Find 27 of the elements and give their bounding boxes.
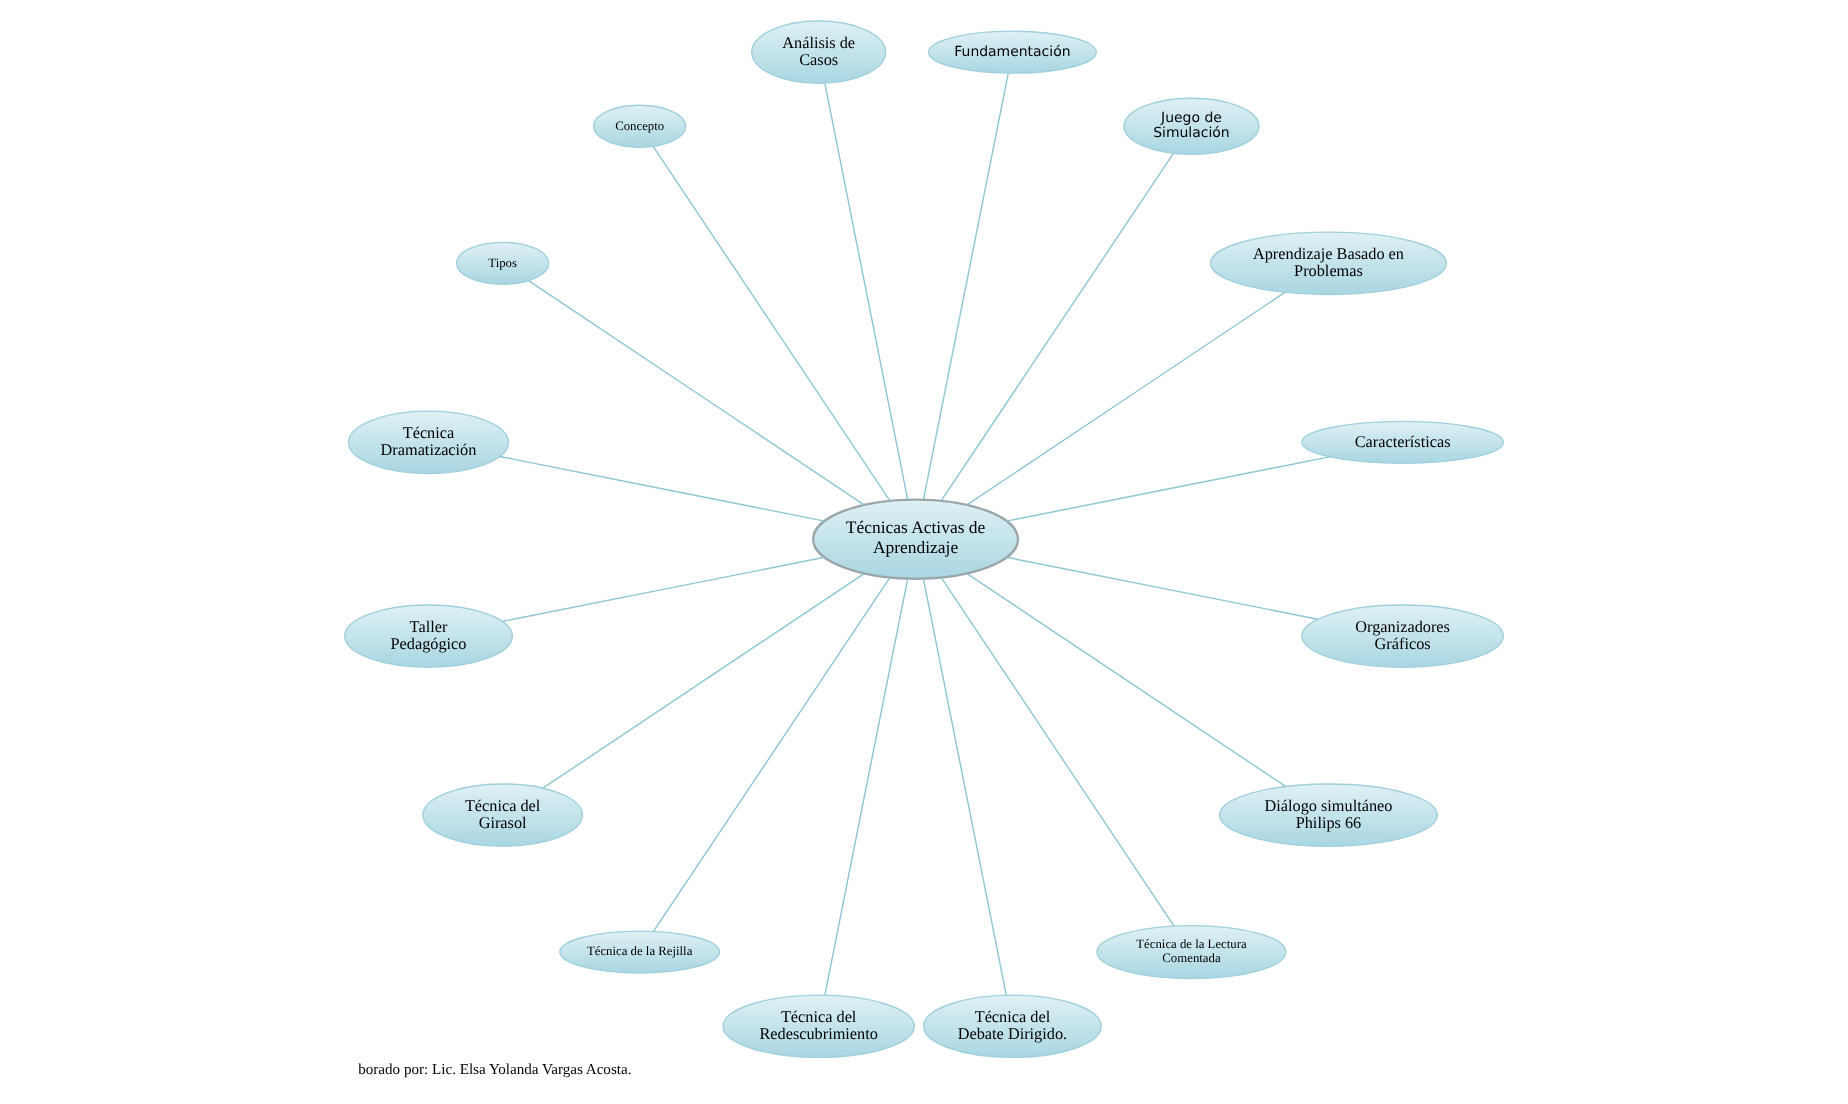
connector — [652, 146, 891, 502]
connector — [528, 280, 865, 506]
connector — [502, 556, 826, 622]
node-ellipse: Diálogo simultáneo Philips 66 — [1218, 783, 1439, 847]
connector — [652, 576, 891, 932]
connector — [499, 455, 826, 522]
connector — [940, 152, 1174, 502]
node-ellipse: Taller Pedagógico — [343, 604, 514, 668]
connector — [824, 82, 909, 501]
node-ellipse: Aprendizaje Basado en Problemas — [1209, 231, 1448, 296]
connector — [922, 72, 1009, 501]
node-ellipse: Técnica del Girasol — [422, 783, 584, 847]
connector — [966, 291, 1286, 506]
connector — [922, 578, 1007, 996]
node-ellipse: Análisis de Casos — [751, 20, 887, 84]
node-ellipse: Técnica Dramatización — [347, 410, 510, 475]
node-ellipse: Técnica del Redescubrimiento — [722, 994, 915, 1059]
connector — [966, 572, 1286, 787]
connector — [542, 572, 865, 789]
connector — [1005, 556, 1319, 620]
connector — [824, 578, 909, 996]
connector — [940, 576, 1175, 927]
node-ellipse: Organizadores Gráficos — [1301, 604, 1505, 668]
node-ellipse: Técnica del Debate Dirigido. — [922, 994, 1102, 1059]
node-ellipse: Técnicas Activas de Aprendizaje — [811, 498, 1020, 580]
connector — [1005, 456, 1331, 522]
node-ellipse: Características — [1301, 420, 1505, 464]
